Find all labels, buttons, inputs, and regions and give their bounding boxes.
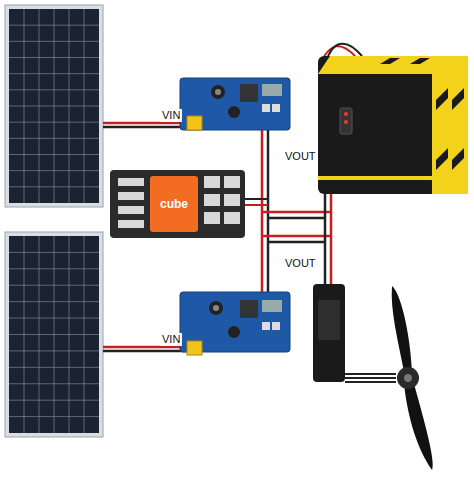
- wire-label: VOUT: [283, 257, 318, 270]
- controller-cube: cube: [150, 176, 198, 232]
- wire: [103, 346, 192, 349]
- wire: [268, 241, 325, 244]
- cell-line: [9, 334, 99, 335]
- cell-line: [9, 301, 99, 302]
- solar-panel: [5, 5, 103, 207]
- cell-line: [9, 285, 99, 286]
- wire-label: VOUT: [283, 150, 318, 163]
- cell-line: [9, 350, 99, 351]
- wire: [103, 126, 192, 129]
- cell-line: [9, 367, 99, 368]
- wire: [103, 350, 192, 353]
- cell-line: [9, 57, 99, 58]
- cell-line: [9, 252, 99, 253]
- cell-line: [9, 106, 99, 107]
- wire: [262, 211, 331, 214]
- mppt-board: [180, 292, 290, 355]
- wire: [330, 194, 333, 290]
- wire: [324, 194, 327, 290]
- cell-line: [9, 25, 99, 26]
- cell-line: [9, 73, 99, 74]
- cell-line: [9, 400, 99, 401]
- solar-panel: [5, 232, 103, 437]
- cell-line: [9, 170, 99, 171]
- wire-label: VIN: [160, 109, 182, 122]
- cell-line: [9, 138, 99, 139]
- wire-label: VIN: [160, 333, 182, 346]
- solar-panel-cells: [9, 236, 99, 433]
- esc: [313, 284, 396, 382]
- mppt-board: [180, 78, 290, 130]
- wire: [262, 235, 331, 238]
- solar-panels: [5, 5, 103, 437]
- cell-line: [9, 89, 99, 90]
- wire: [268, 217, 325, 220]
- logo-text: cube: [160, 197, 188, 211]
- cell-line: [9, 186, 99, 187]
- cell-line: [9, 41, 99, 42]
- cell-line: [9, 416, 99, 417]
- cell-line: [9, 154, 99, 155]
- cell-line: [9, 318, 99, 319]
- battery: [318, 44, 468, 194]
- flight-controller: [110, 170, 245, 238]
- cell-line: [9, 122, 99, 123]
- cell-line: [9, 383, 99, 384]
- cell-line: [9, 268, 99, 269]
- wire: [244, 198, 268, 200]
- solar-panel-cells: [9, 9, 99, 203]
- wire: [244, 204, 268, 206]
- motor-propeller: [392, 286, 433, 470]
- wire: [103, 122, 192, 125]
